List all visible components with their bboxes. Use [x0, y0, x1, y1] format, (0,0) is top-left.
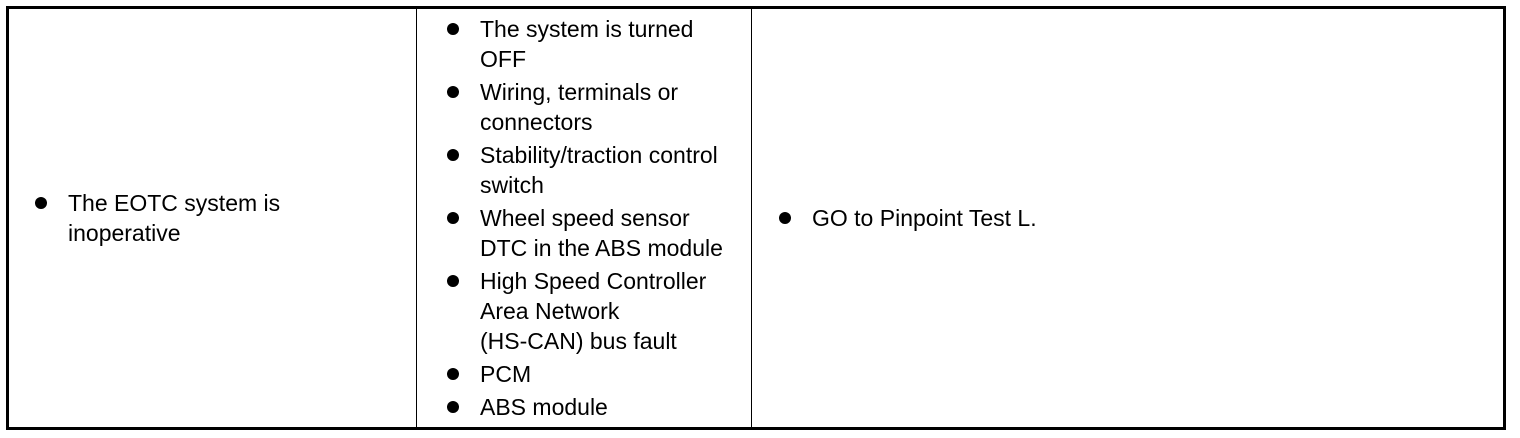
cause-text: High Speed Controller Area Network (HS-C…	[480, 268, 707, 354]
cause-item: Wiring, terminals or connectors	[447, 77, 760, 137]
cause-text: The system is turned OFF	[480, 16, 694, 72]
possible-causes-list: The system is turned OFF Wiring, termina…	[447, 14, 760, 422]
cause-item: Stability/traction control switch	[447, 140, 760, 200]
bullet-icon	[447, 212, 459, 224]
cause-text: Wheel speed sensor DTC in the ABS module	[480, 205, 723, 261]
bullet-icon	[35, 197, 47, 209]
cause-text: ABS module	[480, 394, 608, 420]
bullet-icon	[447, 275, 459, 287]
symptom-text: The EOTC system is inoperative	[68, 190, 281, 246]
cause-item: The system is turned OFF	[447, 14, 760, 74]
cause-item: ABS module	[447, 392, 760, 422]
cause-item: PCM	[447, 359, 760, 389]
symptom-list: The EOTC system is inoperative	[35, 188, 318, 248]
symptom-item: The EOTC system is inoperative	[35, 188, 318, 248]
action-text: GO to Pinpoint Test L.	[812, 205, 1037, 231]
possible-causes-cell: The system is turned OFF Wiring, termina…	[417, 9, 752, 427]
diagnostic-table: The EOTC system is inoperative The syste…	[6, 6, 1506, 430]
cause-text: Stability/traction control switch	[480, 142, 718, 198]
bullet-icon	[447, 23, 459, 35]
cause-item: High Speed Controller Area Network (HS-C…	[447, 266, 760, 356]
action-list: GO to Pinpoint Test L.	[779, 203, 1037, 233]
symptom-cell: The EOTC system is inoperative	[9, 9, 417, 427]
cause-text: Wiring, terminals or connectors	[480, 79, 679, 135]
bullet-icon	[779, 212, 791, 224]
bullet-icon	[447, 401, 459, 413]
bullet-icon	[447, 368, 459, 380]
action-cell: GO to Pinpoint Test L.	[752, 9, 1503, 427]
cause-text: PCM	[480, 361, 532, 387]
cause-item: Wheel speed sensor DTC in the ABS module	[447, 203, 760, 263]
action-item: GO to Pinpoint Test L.	[779, 203, 1037, 233]
bullet-icon	[447, 149, 459, 161]
bullet-icon	[447, 86, 459, 98]
